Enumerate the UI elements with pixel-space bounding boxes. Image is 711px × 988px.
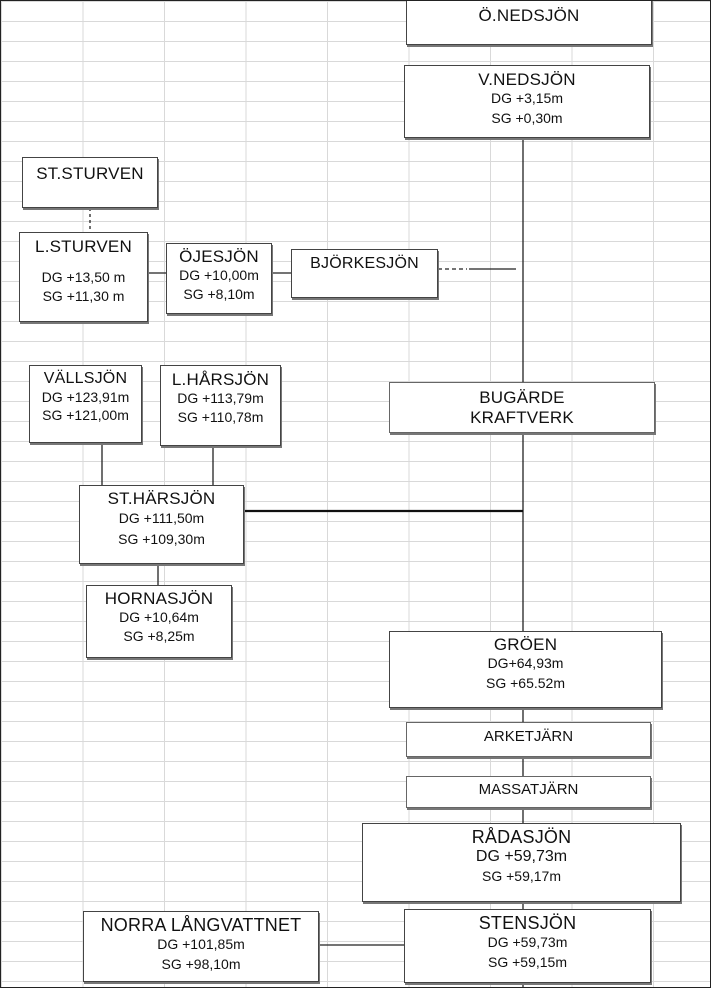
node-ojesjon: ÖJESJÖN DG +10,00m SG +8,10m (166, 243, 272, 314)
node-v-nedsjon-title: V.NEDSJÖN (478, 70, 576, 89)
node-bjorkesjon-title: BJÖRKESJÖN (310, 255, 419, 272)
node-o-nedsjon: Ö.NEDSJÖN (406, 1, 652, 45)
node-l-harsjon-sg: SG +110,78m (177, 408, 264, 425)
node-bugarde-title: BUGÄRDE (479, 388, 565, 407)
node-norra-langvattnet-dg: DG +101,85m (157, 936, 245, 953)
node-vallsjon: VÄLLSJÖN DG +123,91m SG +121,00m (29, 365, 142, 443)
node-bugarde-line2: KRAFTVERK (470, 408, 574, 428)
node-hornasjon: HORNASJÖN DG +10,64m SG +8,25m (86, 585, 232, 658)
node-stensjon: STENSJÖN DG +59,73m SG +59,15m (404, 909, 651, 983)
node-vallsjon-dg: DG +123,91m (41, 388, 130, 405)
node-st-sturven-title: ST.STURVEN (36, 164, 144, 183)
node-l-harsjon-dg: DG +113,79m (177, 390, 264, 407)
node-massatjarn-title: MASSATJÄRN (478, 781, 579, 798)
node-vallsjon-sg: SG +121,00m (42, 407, 129, 424)
node-arketjarn-title: ARKETJÄRN (483, 728, 574, 745)
node-l-sturven: L.STURVEN DG +13,50 m SG +11,30 m (19, 232, 148, 322)
node-radasjon-dg: DG +59,73m (475, 848, 568, 866)
node-massatjarn: MASSATJÄRN (406, 776, 651, 808)
node-l-harsjon-title: L.HÅRSJÖN (171, 370, 270, 389)
node-v-nedsjon-dg: DG +3,15m (491, 90, 563, 107)
node-l-sturven-dg: DG +13,50 m (41, 269, 126, 286)
node-hornasjon-sg: SG +8,25m (123, 627, 195, 644)
node-norra-langvattnet-sg: SG +98,10m (161, 955, 241, 972)
node-arketjarn: ARKETJÄRN (406, 722, 651, 757)
node-vallsjon-title: VÄLLSJÖN (43, 370, 128, 387)
node-groen-title: GRÖEN (493, 635, 558, 654)
node-ojesjon-title: ÖJESJÖN (179, 247, 259, 266)
node-st-harsjon-sg: SG +109,30m (118, 530, 205, 547)
node-norra-langvattnet: NORRA LÅNGVATTNET DG +101,85m SG +98,10m (83, 911, 319, 982)
node-stensjon-dg: DG +59,73m (487, 934, 568, 951)
node-l-harsjon: L.HÅRSJÖN DG +113,79m SG +110,78m (160, 365, 281, 446)
node-ojesjon-sg: SG +8,10m (183, 285, 255, 302)
node-norra-langvattnet-title: NORRA LÅNGVATTNET (100, 915, 302, 935)
node-groen: GRÖEN DG+64,93m SG +65.52m (389, 631, 662, 708)
node-ojesjon-dg: DG +10,00m (179, 267, 259, 284)
node-st-harsjon: ST.HÄRSJÖN DG +111,50m SG +109,30m (79, 485, 244, 564)
node-groen-dg: DG+64,93m (487, 655, 564, 672)
node-radasjon-sg: SG +59,17m (482, 868, 561, 885)
node-st-sturven: ST.STURVEN (22, 157, 158, 208)
node-bugarde-kraftverk: BUGÄRDE KRAFTVERK (389, 382, 655, 433)
node-l-sturven-title: L.STURVEN (35, 237, 132, 256)
node-radasjon-title: RÅDASJÖN (471, 827, 572, 847)
node-groen-sg: SG +65.52m (486, 674, 565, 691)
node-radasjon: RÅDASJÖN DG +59,73m SG +59,17m (362, 823, 681, 902)
node-hornasjon-title: HORNASJÖN (104, 589, 214, 608)
node-stensjon-sg: SG +59,15m (488, 953, 567, 970)
node-hornasjon-dg: DG +10,64m (119, 609, 199, 626)
node-st-harsjon-title: ST.HÄRSJÖN (107, 489, 216, 508)
node-v-nedsjon: V.NEDSJÖN DG +3,15m SG +0,30m (404, 65, 650, 138)
node-stensjon-title: STENSJÖN (478, 913, 577, 933)
node-st-harsjon-dg: DG +111,50m (118, 510, 205, 527)
node-l-sturven-sg: SG +11,30 m (42, 287, 125, 304)
node-o-nedsjon-title: Ö.NEDSJÖN (478, 6, 580, 25)
node-bjorkesjon: BJÖRKESJÖN (291, 249, 438, 298)
node-v-nedsjon-sg: SG +0,30m (491, 109, 563, 126)
